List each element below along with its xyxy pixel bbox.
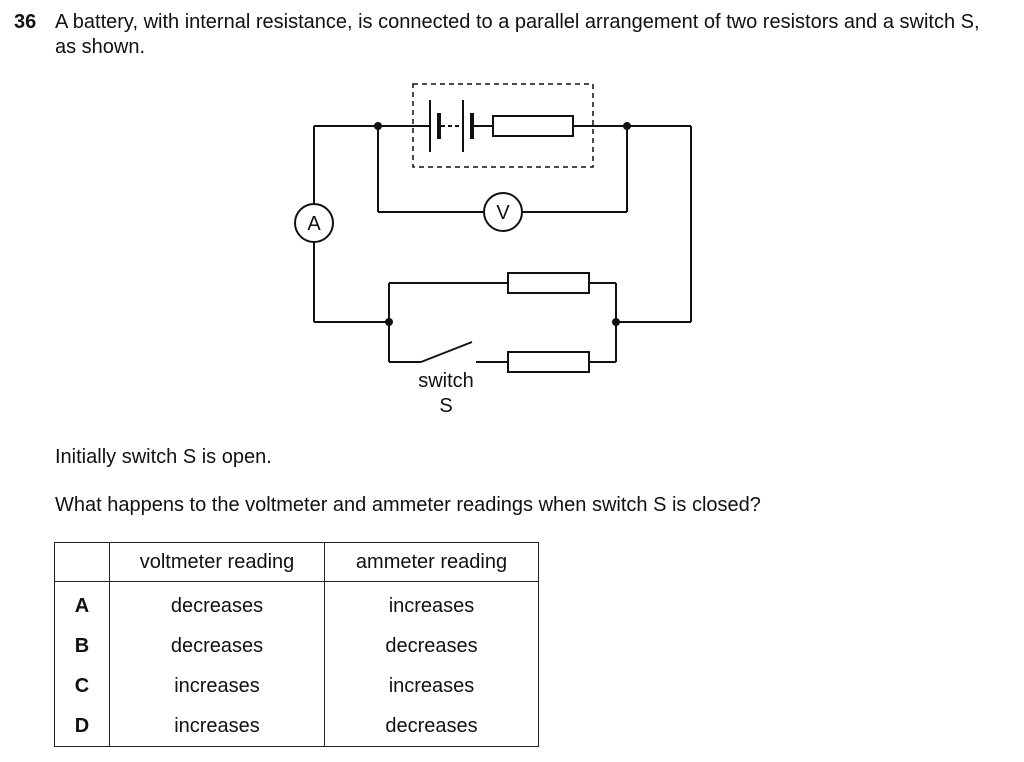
question-prompt: What happens to the voltmeter and ammete…	[55, 494, 761, 516]
voltmeter	[483, 192, 523, 232]
ammeter	[294, 203, 334, 243]
internal-resistor	[492, 115, 574, 137]
initial-state-text: Initially switch S is open.	[55, 446, 272, 468]
option-letter: C	[54, 666, 110, 706]
voltmeter-reading: increases	[109, 666, 325, 706]
battery-dashed-box	[412, 83, 594, 168]
header-ammeter: ammeter reading	[324, 542, 539, 582]
circuit-diagram: A V switch S	[294, 83, 692, 417]
junction-top-left	[374, 122, 382, 130]
answer-table: voltmeter reading ammeter reading A decr…	[54, 542, 539, 747]
option-row-b[interactable]: B decreases decreases	[54, 626, 539, 666]
switch-blade	[420, 341, 473, 363]
ammeter-label: A	[307, 213, 321, 235]
voltmeter-reading: decreases	[109, 581, 325, 626]
voltmeter-reading: decreases	[109, 626, 325, 666]
voltmeter-label: V	[496, 202, 510, 224]
voltmeter-reading: increases	[109, 706, 325, 747]
option-row-c[interactable]: C increases increases	[54, 666, 539, 706]
option-row-a[interactable]: A decreases increases	[54, 581, 539, 626]
switch-label: switch	[418, 370, 474, 392]
ammeter-reading: increases	[324, 581, 539, 626]
resistor-lower	[507, 351, 590, 373]
junction-bottom-left	[385, 318, 393, 326]
junction-top-right	[623, 122, 631, 130]
option-row-d[interactable]: D increases decreases	[54, 706, 539, 747]
switch-label-s: S	[439, 395, 452, 417]
ammeter-reading: increases	[324, 666, 539, 706]
ammeter-reading: decreases	[324, 626, 539, 666]
question-stem: A battery, with internal resistance, is …	[55, 11, 980, 58]
option-letter: B	[54, 626, 110, 666]
option-letter: A	[54, 581, 110, 626]
header-empty	[54, 542, 110, 582]
ammeter-reading: decreases	[324, 706, 539, 747]
option-letter: D	[54, 706, 110, 747]
resistor-upper	[507, 272, 590, 294]
header-voltmeter: voltmeter reading	[109, 542, 325, 582]
question-number: 36	[14, 11, 37, 33]
junction-bottom-right	[612, 318, 620, 326]
